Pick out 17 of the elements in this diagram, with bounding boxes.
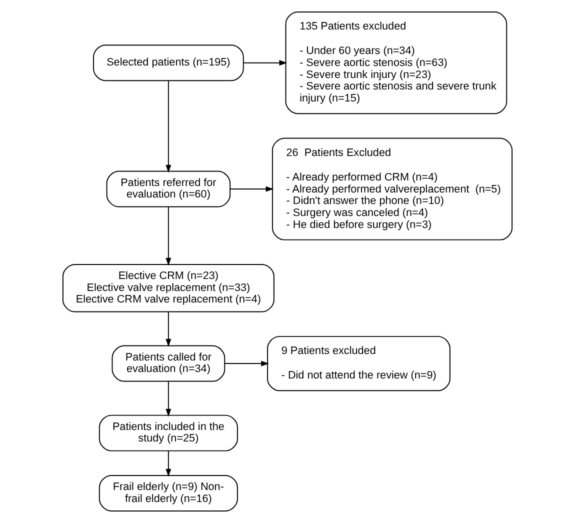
arrow <box>243 60 288 66</box>
node-box: Frail elderly (n=9) Non-frail elderly (n=16) <box>98 474 238 512</box>
node-box: 26 Patients Excluded - Already performed CRM (n=4) - Already performed valvereplacement (n=5) - Didn't answer the phone (n=10) - Surgery was canceled (n=4) - He died before surgery (n=3) <box>272 138 513 240</box>
node-box: Patients referred for evaluation (n=60) <box>106 170 231 208</box>
node-box: Elective CRM (n=23) Elective valve replacement (n=33) Elective CRM valve replacement (n=4) <box>62 264 274 312</box>
arrow <box>166 381 172 417</box>
arrow <box>166 80 172 173</box>
arrow <box>166 311 172 347</box>
node-box: 135 Patients excluded - Under 60 years (n=34) - Severe aortic stenosis (n=63) - Severe trunk injury (n=23) - Severe aortic stenosis and severe trunk injury (n=15) <box>285 12 508 114</box>
node-box: 9 Patients excluded - Did not attend the review (n=9) <box>267 336 450 392</box>
arrow <box>166 450 172 477</box>
node-box: Selected patients (n=195) <box>93 44 244 82</box>
node-box: Patients included in the study (n=25) <box>98 414 238 452</box>
arrow <box>166 206 172 266</box>
node-box: Patients called for evaluation (n=34) <box>112 345 226 382</box>
arrow <box>224 360 270 366</box>
arrow <box>230 186 274 192</box>
